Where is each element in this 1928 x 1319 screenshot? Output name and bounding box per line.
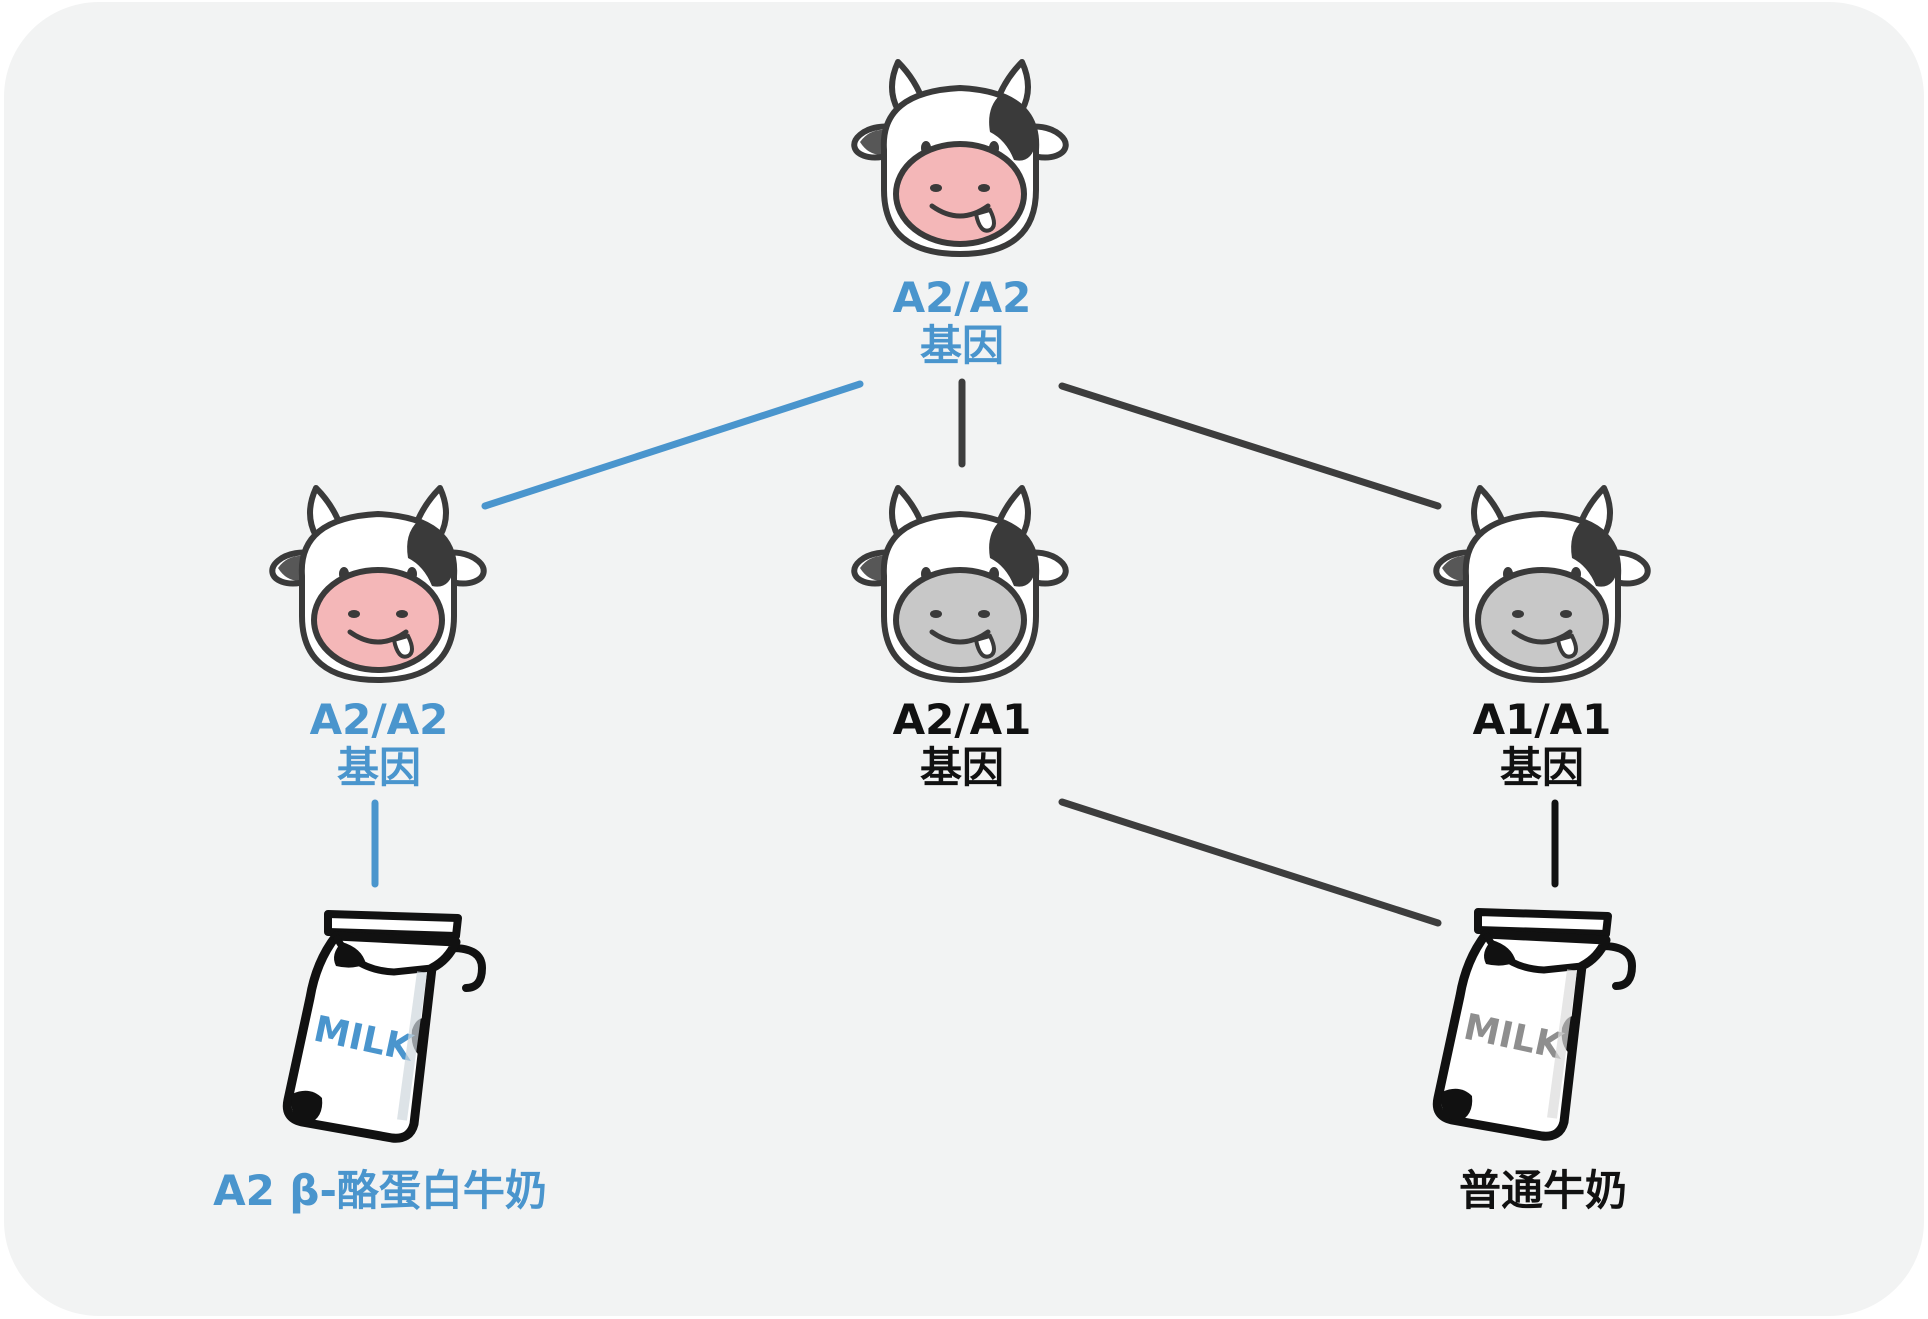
left-cow-icon <box>270 488 486 680</box>
middle-cow-genotype: A2/A1 <box>893 695 1032 744</box>
middle-cow-icon <box>852 488 1068 680</box>
a2-milk-carton-icon: MILK <box>287 914 482 1138</box>
connector-top-to-left <box>481 380 864 510</box>
connector-top-to-right <box>1058 382 1442 510</box>
right-cow-genotype: A1/A1 <box>1473 695 1612 744</box>
middle-cow-gene-label: 基因 <box>920 743 1004 792</box>
right-cow-gene-label: 基因 <box>1500 743 1584 792</box>
top-cow-genotype: A2/A2 <box>893 273 1032 322</box>
regular-milk-carton-icon: MILK <box>1437 912 1632 1136</box>
left-cow-genotype: A2/A2 <box>310 695 449 744</box>
a2-milk-label: A2 β-酪蛋白牛奶 <box>213 1166 547 1215</box>
right-cow-icon <box>1434 488 1650 680</box>
regular-milk-label: 普通牛奶 <box>1459 1166 1627 1215</box>
connector-middle-cow-to-regular-milk <box>1058 798 1442 927</box>
top-cow-gene-label: 基因 <box>920 321 1004 370</box>
top-cow-icon <box>852 62 1068 254</box>
left-cow-gene-label: 基因 <box>337 743 421 792</box>
